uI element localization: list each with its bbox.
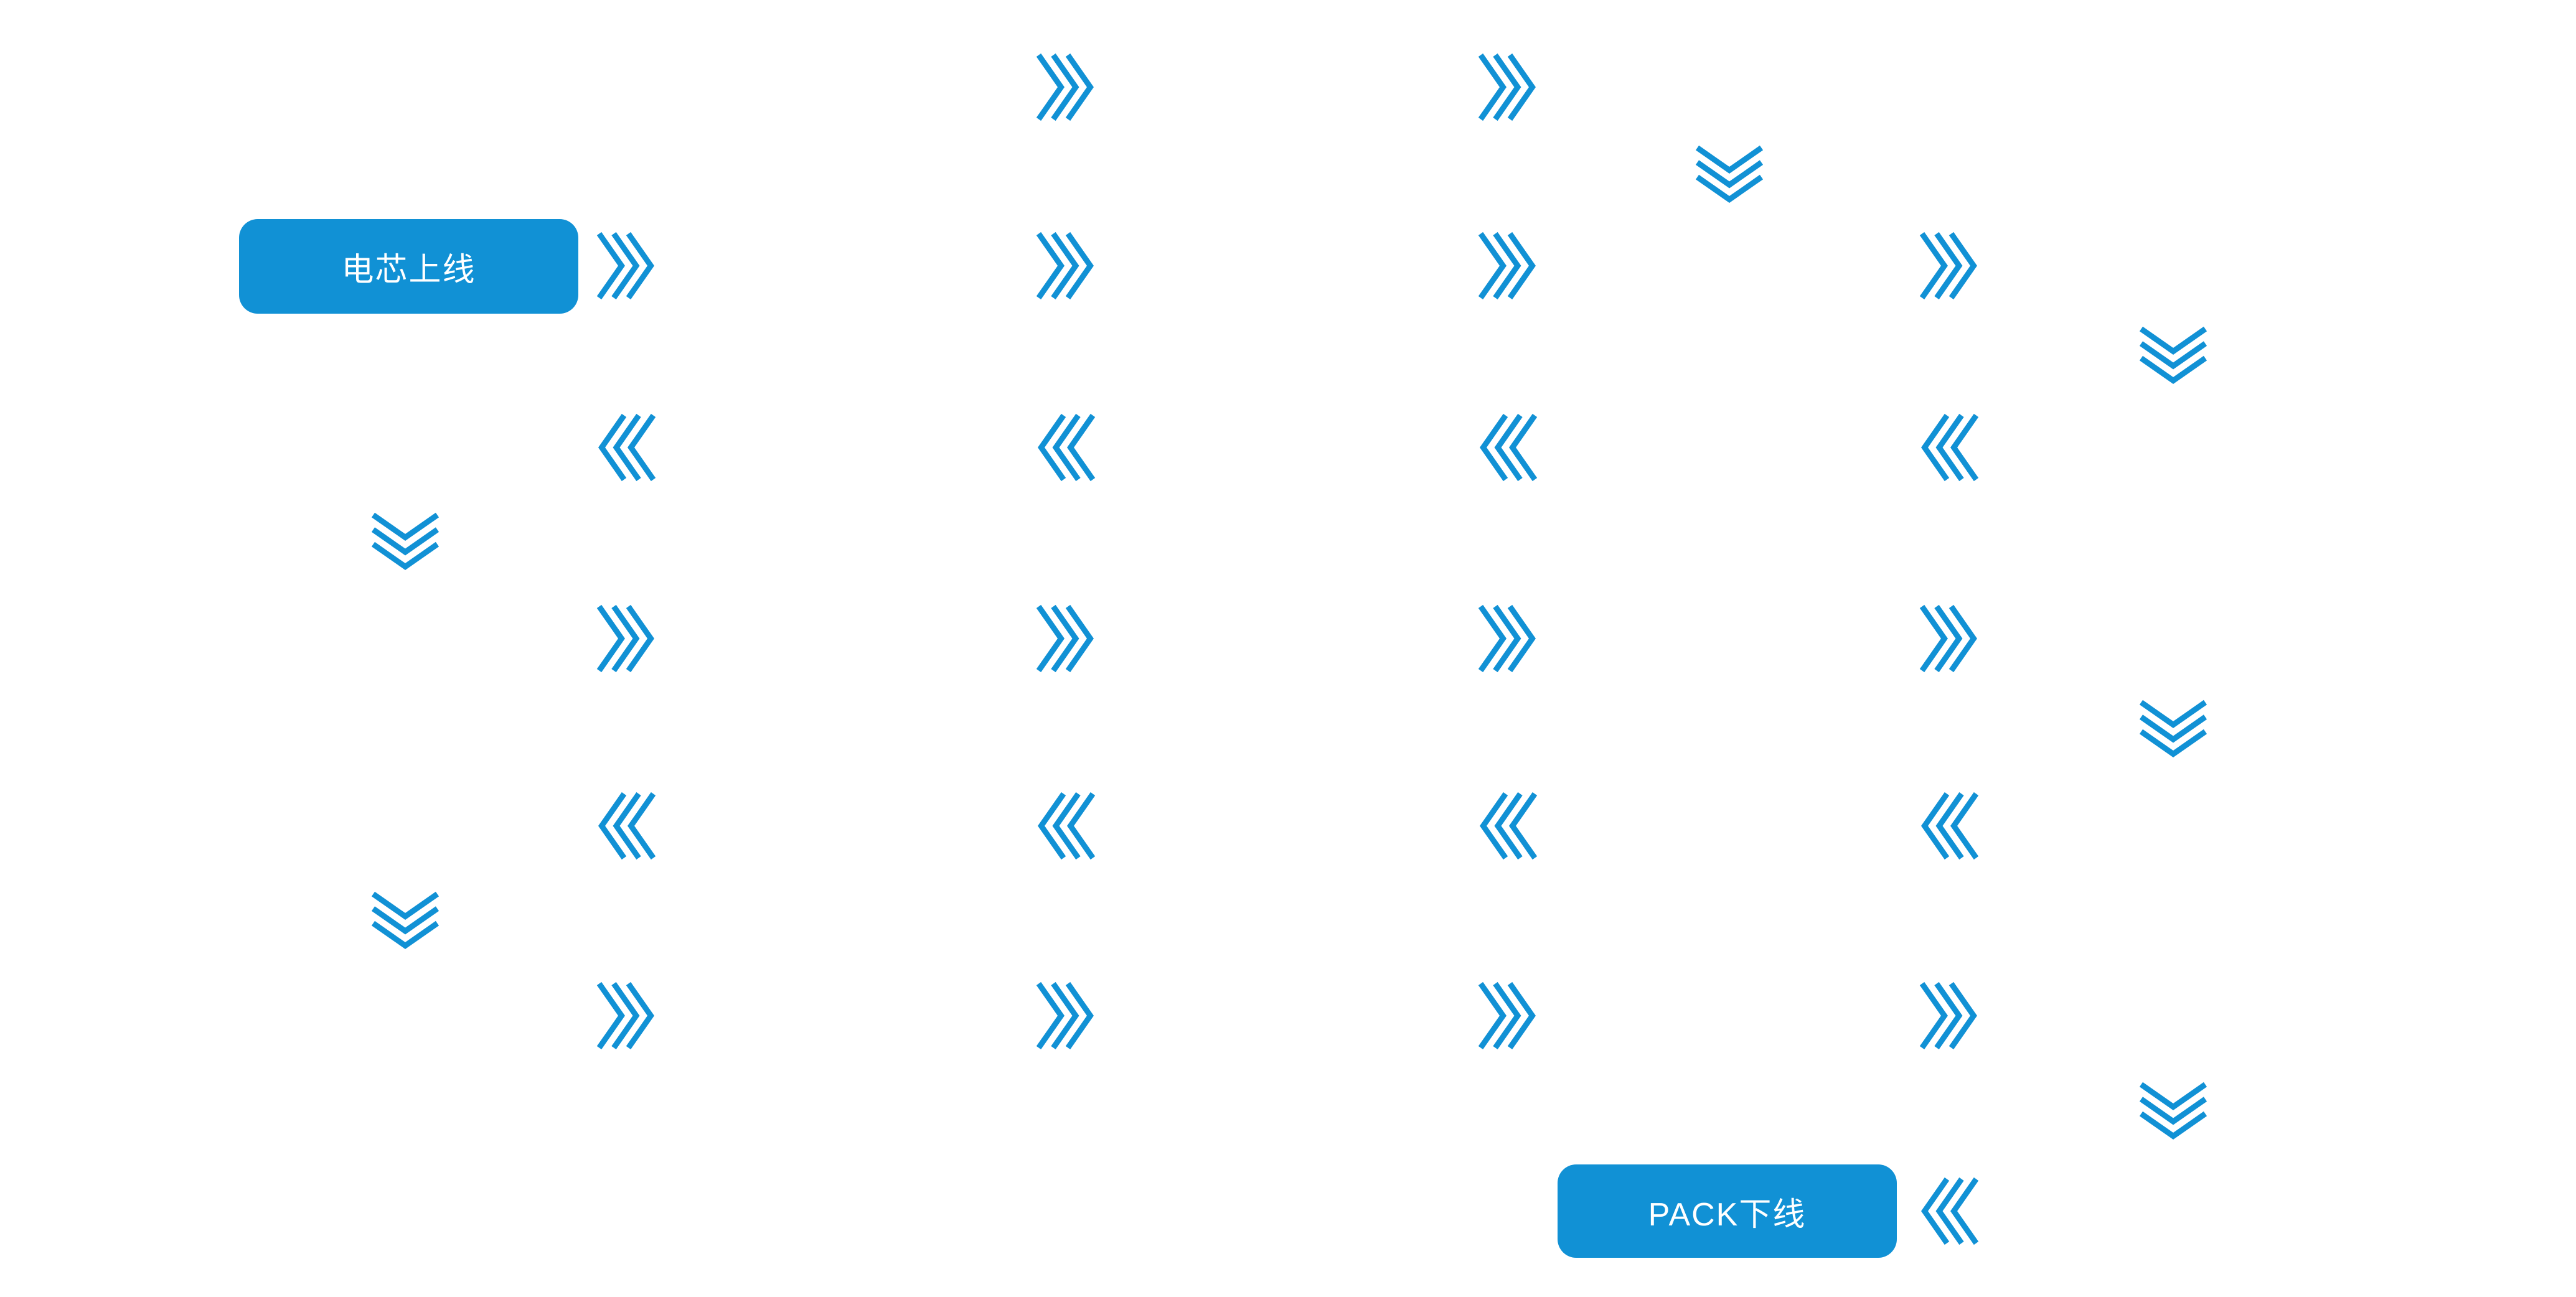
chevron-triple-down-icon	[370, 891, 440, 951]
chevron-triple-left-icon	[1036, 791, 1096, 861]
cell-online-button[interactable]: 电芯上线	[239, 219, 578, 314]
chevron-triple-down-icon	[2138, 326, 2208, 386]
chevron-triple-right-icon	[1919, 604, 1979, 673]
chevron-triple-left-icon	[1919, 791, 1979, 861]
chevron-triple-right-icon	[1478, 231, 1538, 301]
chevron-triple-left-icon	[1919, 1176, 1979, 1246]
chevron-triple-left-icon	[1036, 413, 1096, 482]
chevron-triple-down-icon	[1695, 145, 1764, 205]
chevron-triple-right-icon	[1036, 981, 1096, 1051]
chevron-triple-right-icon	[596, 981, 656, 1051]
chevron-triple-right-icon	[1036, 52, 1096, 122]
chevron-triple-down-icon	[2138, 1082, 2208, 1141]
chevron-triple-right-icon	[1478, 52, 1538, 122]
chevron-triple-right-icon	[596, 231, 656, 301]
chevron-triple-right-icon	[596, 604, 656, 673]
chevron-triple-down-icon	[370, 512, 440, 572]
chevron-triple-right-icon	[1478, 981, 1538, 1051]
chevron-triple-right-icon	[1036, 231, 1096, 301]
chevron-triple-left-icon	[596, 791, 656, 861]
chevron-triple-left-icon	[1478, 413, 1538, 482]
chevron-triple-down-icon	[2138, 700, 2208, 759]
chevron-triple-left-icon	[1478, 791, 1538, 861]
chevron-triple-right-icon	[1919, 981, 1979, 1051]
pack-offline-button[interactable]: PACK下线	[1558, 1164, 1897, 1258]
chevron-triple-right-icon	[1919, 231, 1979, 301]
chevron-triple-right-icon	[1036, 604, 1096, 673]
chevron-triple-left-icon	[1919, 413, 1979, 482]
chevron-triple-left-icon	[596, 413, 656, 482]
chevron-triple-right-icon	[1478, 604, 1538, 673]
